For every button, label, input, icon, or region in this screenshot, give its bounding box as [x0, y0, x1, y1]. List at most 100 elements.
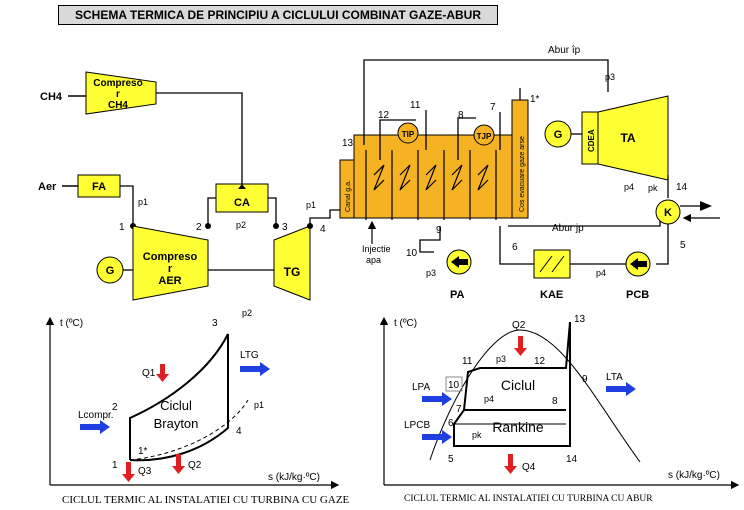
k-to-pcb-line	[656, 224, 669, 265]
ca-to-tg-line	[268, 197, 277, 226]
node-5: 5	[680, 240, 686, 251]
lpcb-arrow	[442, 430, 452, 444]
node-8: 8	[458, 110, 464, 121]
brayton-y-label: t (ºC)	[60, 318, 83, 329]
hrsg-body	[353, 134, 515, 219]
rankine-pt-13: 13	[574, 314, 586, 325]
tip-label: TIP	[402, 130, 415, 139]
rq2-arrow	[514, 348, 527, 356]
q2-arrow-shaft	[176, 454, 181, 466]
pa-arrow-tail	[459, 259, 468, 265]
compresor-aer	[132, 225, 209, 301]
kae-label: KAE	[540, 289, 563, 301]
q3-arrow-shaft	[126, 462, 131, 474]
pt-10-box	[445, 376, 463, 392]
brayton-cycle-1: Ciclul	[160, 398, 192, 413]
rankine-lpa: LPA	[412, 382, 430, 393]
rankine-pk: pk	[472, 430, 482, 440]
lta-arrow-shaft	[606, 386, 626, 392]
q4-arrow	[504, 466, 517, 474]
brayton-pt-3: 3	[212, 318, 218, 329]
brayton-q2: Q2	[188, 460, 202, 471]
node-6: 6	[512, 242, 518, 253]
p2-label: p2	[236, 220, 246, 230]
injectie-l1: Injectie	[362, 244, 391, 254]
rankine-rankine: Rankine	[492, 419, 544, 435]
brayton-q3: Q3	[138, 466, 152, 477]
compresor-ch4-l3: CH4	[108, 100, 128, 111]
ch4-to-ca-line	[156, 92, 243, 184]
canal-ga-label: Canal g.a.	[345, 180, 352, 212]
compresor-aer-l3: AER	[158, 275, 181, 287]
cdea-label: CDEA	[587, 129, 596, 152]
brayton-p2: p2	[242, 308, 252, 318]
p1-label-b: p1	[306, 200, 316, 210]
q1-arrow	[156, 374, 169, 382]
brayton-x-label: s (kJ/kg·ºC)	[268, 472, 320, 483]
node-11: 11	[410, 100, 421, 111]
node-1: 1	[119, 222, 125, 233]
tg-label: TG	[284, 265, 301, 279]
rankine-pt-7: 7	[456, 404, 462, 415]
brayton-q1: Q1	[142, 368, 156, 379]
brayton-cycle-2: Brayton	[154, 416, 199, 431]
aer-label: Aer	[38, 181, 57, 193]
p3-label-a: p3	[605, 72, 615, 82]
lcompr-arrow-shaft	[80, 424, 100, 430]
node-3-dot	[273, 223, 279, 229]
ca-inlet-arrow	[238, 184, 246, 189]
ch4-label: CH4	[40, 91, 63, 103]
rankine-y-label: t (ºC)	[394, 318, 417, 329]
rankine-ciclul: Ciclul	[501, 377, 535, 393]
rankine-p3: p3	[496, 354, 506, 364]
rankine-pt-14: 14	[566, 454, 578, 465]
rankine-q4: Q4	[522, 462, 536, 473]
abur-jp-label: Abur jp	[552, 223, 584, 234]
injectie-l2: apa	[366, 255, 381, 265]
brayton-ltg: LTG	[240, 350, 259, 361]
tg-to-hrsg-line	[309, 209, 340, 226]
diagram-title: SCHEMA TERMICA DE PRINCIPIU A CICLULUI C…	[58, 5, 498, 25]
fa-label: FA	[92, 181, 106, 193]
node-9: 9	[436, 225, 442, 236]
q3-arrow	[122, 474, 135, 482]
pcb-arrow-tail	[638, 261, 647, 267]
rankine-x-label: s (kJ/kg·ºC)	[668, 470, 720, 481]
node-1s: 1*	[530, 94, 540, 105]
rankine-pt-5: 5	[448, 454, 454, 465]
brayton-p1: p1	[254, 400, 264, 410]
rankine-outline	[453, 321, 571, 447]
lpcb-arrow-shaft	[422, 434, 442, 440]
node-14: 14	[676, 182, 688, 193]
p4-label-b: p4	[596, 268, 606, 278]
node-7: 7	[490, 102, 496, 113]
rankine-pt-8: 8	[552, 396, 558, 407]
compresor-aer-l1: Compreso	[143, 251, 198, 263]
rankine-caption: CICLUL TERMIC AL INSTALATIEI CU TURBINA …	[404, 494, 653, 504]
turbina-gaze	[273, 225, 311, 301]
rankine-p4: p4	[484, 394, 494, 404]
lpa-arrow-shaft	[422, 396, 442, 402]
generator-2-label: G	[554, 129, 563, 141]
cooling-out-arrow	[700, 201, 712, 211]
q1-arrow-shaft	[160, 364, 165, 374]
p1-label-a: p1	[138, 197, 148, 207]
tjp-label: TJP	[477, 132, 492, 141]
rankine-pt-9: 9	[582, 374, 588, 385]
p3-label-b: p3	[426, 268, 436, 278]
kae-hatch-2	[551, 255, 565, 273]
abur-ip-label: Abur îp	[548, 45, 581, 56]
compresor-ch4-l2: r	[116, 89, 120, 100]
node-2-dot	[205, 223, 211, 229]
tambur-ip	[397, 122, 419, 144]
cos-label: Cos evacuare gaze arse	[519, 136, 526, 212]
rankine-pt-11: 11	[462, 356, 473, 367]
compresor-ch4	[85, 71, 157, 115]
hrsg-piping	[363, 59, 661, 265]
kae-box	[533, 249, 571, 279]
kae-hatch-1	[539, 255, 553, 273]
node-12: 12	[378, 110, 390, 121]
q4-arrow-shaft	[508, 454, 513, 466]
brayton-compression	[129, 333, 229, 460]
